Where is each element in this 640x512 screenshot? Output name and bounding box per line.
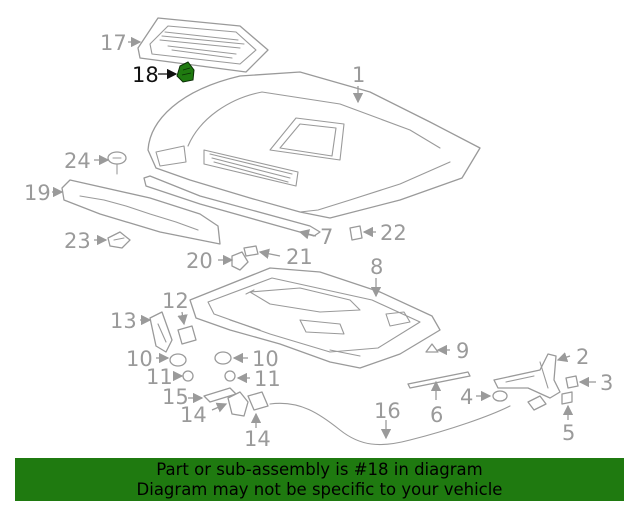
part-10-11-bumpers [169, 351, 236, 382]
callout-18: 18 [132, 63, 159, 87]
part-24-fastener [107, 151, 127, 175]
callout-3: 3 [600, 371, 613, 395]
part-6-prop-rod [407, 371, 471, 389]
callout-4: 4 [460, 385, 473, 409]
part-9-bumper [425, 343, 439, 353]
callout-22: 22 [380, 221, 407, 245]
part-22-bumper [349, 225, 363, 241]
callout-11b: 11 [254, 367, 281, 391]
part-7-weatherstrip [143, 175, 321, 237]
callout-6: 6 [430, 403, 443, 427]
callout-labels: 17 18 1 24 19 7 22 23 20 21 8 13 12 10 1… [24, 31, 613, 451]
callout-24: 24 [64, 149, 91, 173]
callout-8: 8 [370, 255, 383, 279]
part-19-panel [61, 179, 221, 245]
callout-13: 13 [110, 309, 137, 333]
callout-21: 21 [286, 245, 313, 269]
notice-line-2: Diagram may not be specific to your vehi… [136, 480, 503, 499]
parts-diagram: 17 18 1 24 19 7 22 23 20 21 8 13 12 10 1… [24, 17, 613, 451]
callout-16: 16 [374, 399, 401, 423]
callout-11a: 11 [146, 365, 173, 389]
notice-line-1: Part or sub-assembly is #18 in diagram [156, 460, 483, 479]
callout-15: 15 [162, 385, 189, 409]
part-3-bolt [565, 375, 579, 389]
callout-7: 7 [320, 225, 333, 249]
part-20-21-bolt [231, 245, 259, 271]
callout-14b: 14 [244, 427, 271, 451]
part-13-bracket [149, 311, 173, 353]
part-12-bumper [177, 325, 197, 345]
part-5-clip [527, 391, 573, 411]
part-2-hinge [493, 353, 561, 399]
callout-17: 17 [100, 31, 127, 55]
notice-banner: Part or sub-assembly is #18 in diagram D… [15, 458, 624, 501]
part-1-hood [147, 71, 481, 219]
callout-10a: 10 [126, 347, 153, 371]
callout-10b: 10 [252, 347, 279, 371]
callout-23: 23 [64, 229, 91, 253]
callout-5: 5 [562, 421, 575, 445]
callout-20: 20 [186, 249, 213, 273]
part-23-clip [107, 231, 131, 249]
part-16-cable [269, 402, 511, 446]
part-14-15-latch [203, 387, 269, 417]
callout-12: 12 [162, 289, 189, 313]
callout-1: 1 [352, 63, 365, 87]
leader-lines [52, 36, 596, 440]
callout-19: 19 [24, 181, 51, 205]
callout-9: 9 [456, 339, 469, 363]
part-4-fastener [492, 390, 508, 402]
callout-14a: 14 [180, 403, 207, 427]
callout-2: 2 [576, 345, 589, 369]
part-17-scoop-insert [137, 17, 269, 73]
